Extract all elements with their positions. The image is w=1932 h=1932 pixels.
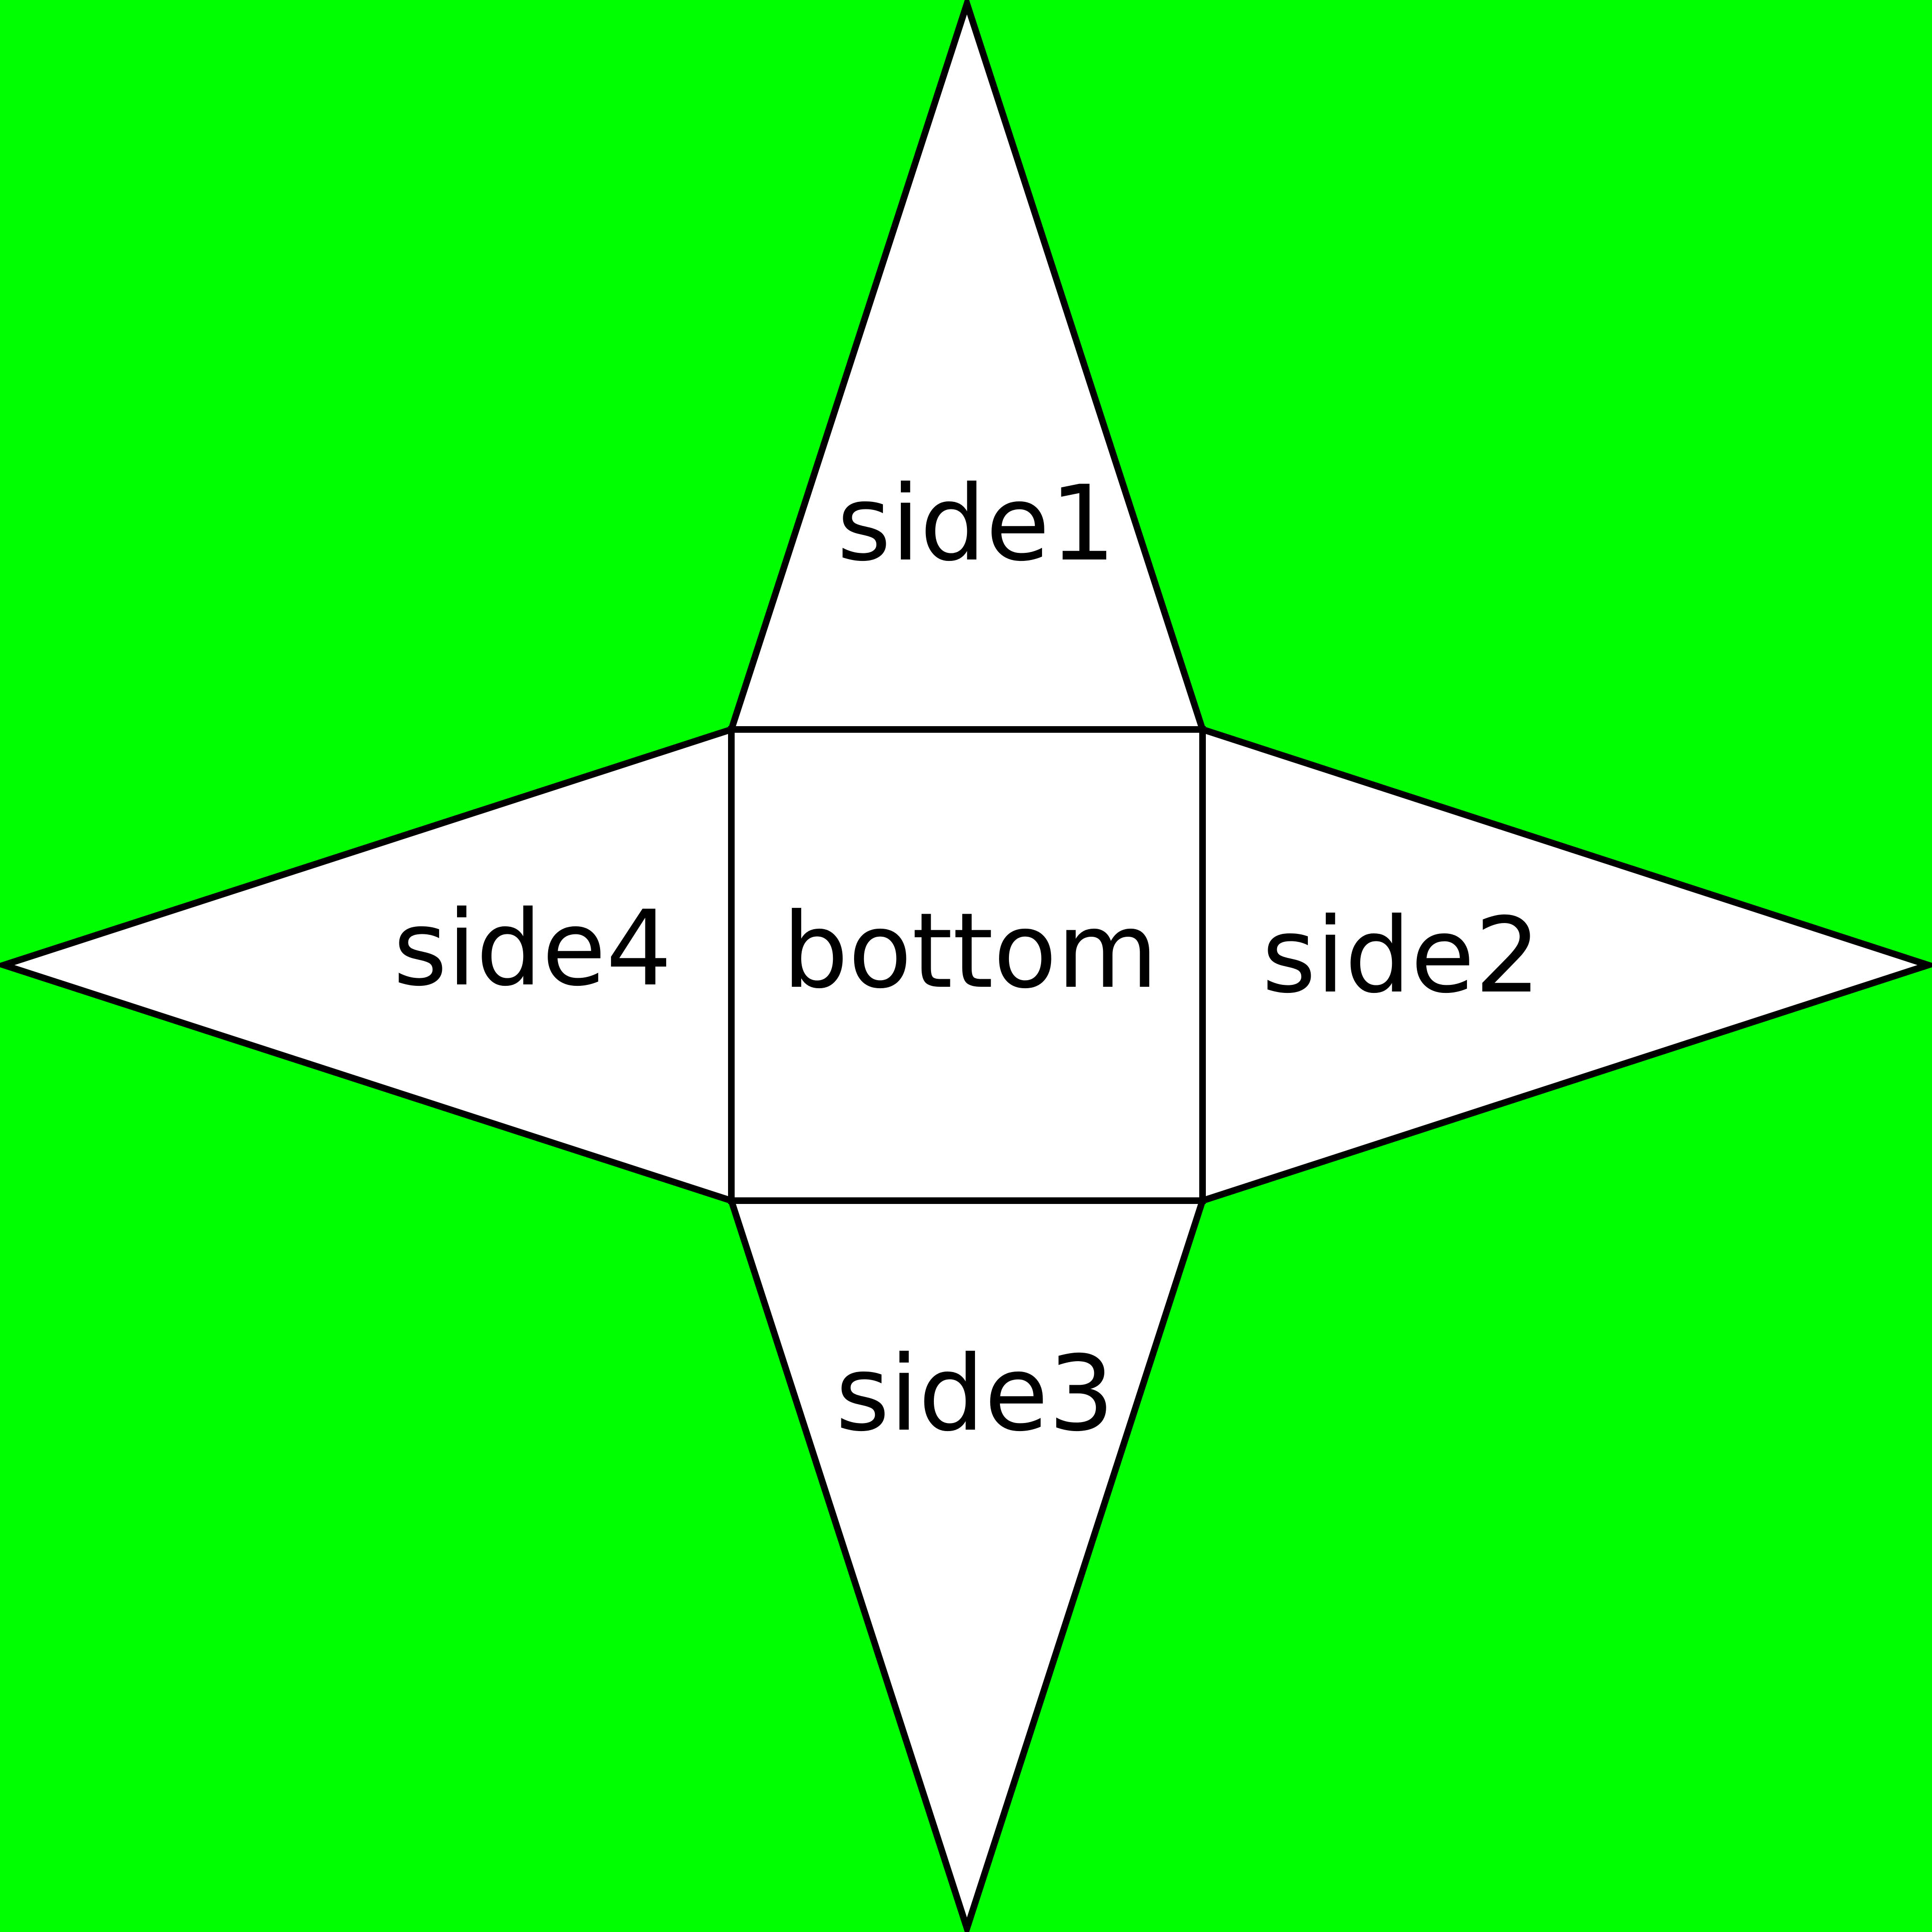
side4-label: side4 bbox=[393, 888, 672, 1009]
side1-label: side1 bbox=[837, 463, 1116, 584]
side3-label: side3 bbox=[836, 1333, 1115, 1454]
bottom-face bbox=[728, 726, 1206, 1204]
side2-label: side2 bbox=[1262, 895, 1541, 1016]
bottom-label: bottom bbox=[782, 890, 1158, 1011]
